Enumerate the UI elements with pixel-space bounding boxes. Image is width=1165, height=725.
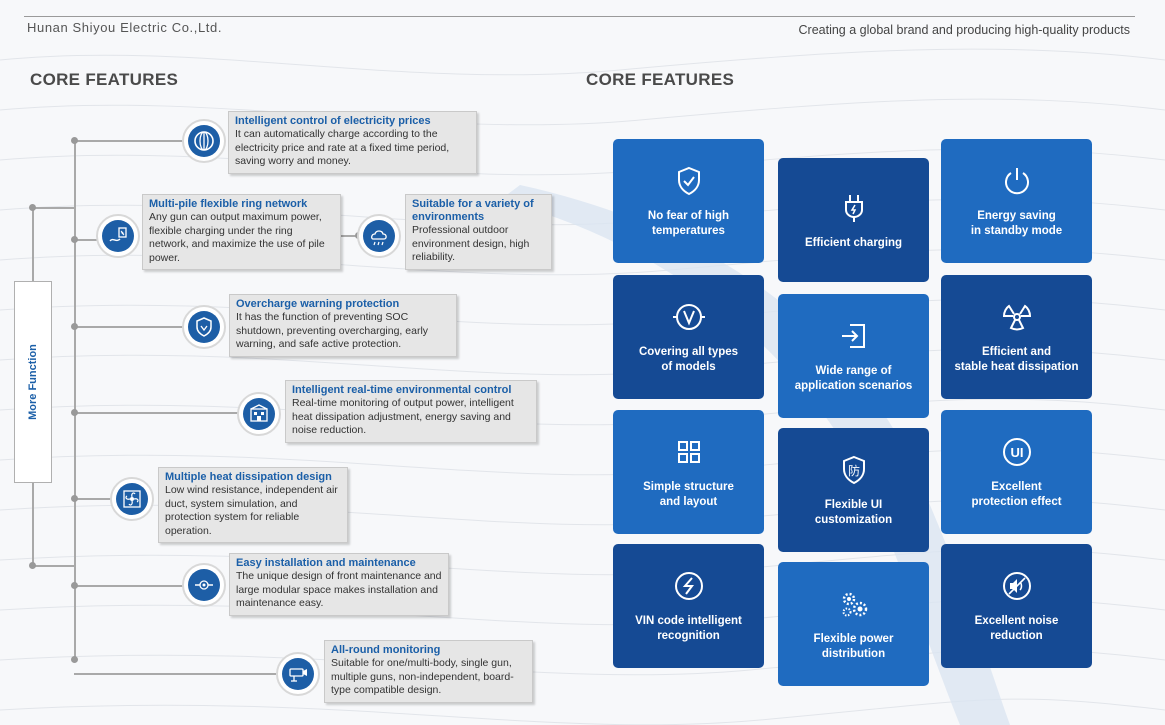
feature-card: Energy saving in standby mode [941,139,1092,263]
fan-icon [110,477,154,521]
environment-icon [357,214,401,258]
feature-item: Multiple heat dissipation design Low win… [158,467,348,543]
feature-title: Suitable for a variety of environments [412,198,534,223]
card-label: No fear of high temperatures [647,210,730,237]
svg-text:防: 防 [847,463,859,478]
card-label: Flexible UI customization [814,499,893,526]
card-label: VIN code intelligent recognition [635,615,742,642]
tree-node [71,137,78,144]
tree-node [71,656,78,663]
tree-trunk [74,140,76,660]
card-label: Energy saving in standby mode [970,210,1063,237]
tree-branch [74,412,239,414]
feature-description: Professional outdoor environment design,… [412,224,530,263]
svg-text:UI: UI [1010,445,1023,460]
feature-item: Multi-pile flexible ring network Any gun… [142,194,341,270]
protect-shield-icon: 防 [836,452,872,488]
feature-card: UI Excellent protection effect [941,410,1092,534]
feature-title: Easy installation and maintenance [236,557,416,569]
feature-item: Easy installation and maintenance The un… [229,553,449,616]
feature-item: Intelligent control of electricity price… [228,111,477,174]
feature-card: VIN code intelligent recognition [613,544,764,668]
camera-icon [276,652,320,696]
wrench-icon [182,563,226,607]
tree-node [71,495,78,502]
feature-description: Low wind resistance, independent air duc… [165,484,338,537]
feature-item: Suitable for a variety of environments P… [405,194,552,270]
tree-branch [74,140,184,142]
right-section-title: CORE FEATURES [586,70,735,89]
card-label: Simple structure and layout [643,481,734,508]
tree-node [71,409,78,416]
slogan: Creating a global brand and producing hi… [798,23,1130,37]
feature-card: Efficient charging [778,158,929,282]
feature-description: Any gun can output maximum power, flexib… [149,211,325,264]
feature-description: It can automatically charge according to… [235,128,450,167]
feature-title: Multi-pile flexible ring network [149,198,308,210]
more-function-text: More Function [27,344,39,420]
tree-branch [74,585,184,587]
tree-node [71,582,78,589]
tree-node [71,236,78,243]
feature-description: Suitable for one/multi-body, single gun,… [331,657,514,696]
feature-card: Efficient and stable heat dissipation [941,275,1092,399]
shield-check-icon [671,163,707,199]
globe-icon [182,119,226,163]
plug-icon [836,190,872,226]
feature-title: All-round monitoring [331,644,441,656]
tree-branch [74,673,276,675]
building-icon [237,392,281,436]
card-label: Efficient charging [804,236,903,249]
feature-item: Intelligent real-time environmental cont… [285,380,537,443]
feature-card: Excellent noise reduction [941,544,1092,668]
grid-icon [671,434,707,470]
tree-branch [74,326,184,328]
feature-title: Intelligent control of electricity price… [235,115,431,127]
shield-icon [182,305,226,349]
login-arrow-icon [836,318,872,354]
vin-scan-icon [671,568,707,604]
tree-node [29,204,36,211]
card-label: Covering all types of models [638,346,739,373]
feature-card: No fear of high temperatures [613,139,764,263]
feature-title: Multiple heat dissipation design [165,471,332,483]
ui-circle-icon: UI [999,434,1035,470]
tree-branch [340,235,360,237]
feature-card: Covering all types of models [613,275,764,399]
tree-branch [74,239,98,241]
card-label: Excellent protection effect [971,481,1062,508]
feature-card: 防 Flexible UI customization [778,428,929,552]
feature-card: Simple structure and layout [613,410,764,534]
tree-branch [74,498,112,500]
feature-description: Real-time monitoring of output power, in… [292,397,514,436]
card-label: Flexible power distribution [813,633,894,660]
left-section-title: CORE FEATURES [30,70,179,89]
tree-branch [32,565,76,567]
card-label: Efficient and stable heat dissipation [954,346,1079,373]
tree-node [71,323,78,330]
speaker-mute-icon [999,568,1035,604]
gears-icon [836,586,872,622]
feature-card: Flexible power distribution [778,562,929,686]
tree-node [29,562,36,569]
feature-description: It has the function of preventing SOC sh… [236,311,429,350]
card-label: Excellent noise reduction [974,615,1059,642]
feature-card: Wide range of application scenarios [778,294,929,418]
feature-description: The unique design of front maintenance a… [236,570,442,609]
tree-branch [32,207,76,209]
company-name: Hunan Shiyou Electric Co.,Ltd. [27,20,223,35]
card-label: Wide range of application scenarios [794,365,913,392]
ring-network-icon [96,214,140,258]
v-circle-icon [671,299,707,335]
more-function-label: More Function [14,281,52,483]
radiation-icon [999,299,1035,335]
header-divider [24,16,1135,17]
feature-item: Overcharge warning protection It has the… [229,294,457,357]
power-icon [999,163,1035,199]
feature-title: Intelligent real-time environmental cont… [292,384,512,396]
feature-title: Overcharge warning protection [236,298,400,310]
feature-item: All-round monitoring Suitable for one/mu… [324,640,533,703]
